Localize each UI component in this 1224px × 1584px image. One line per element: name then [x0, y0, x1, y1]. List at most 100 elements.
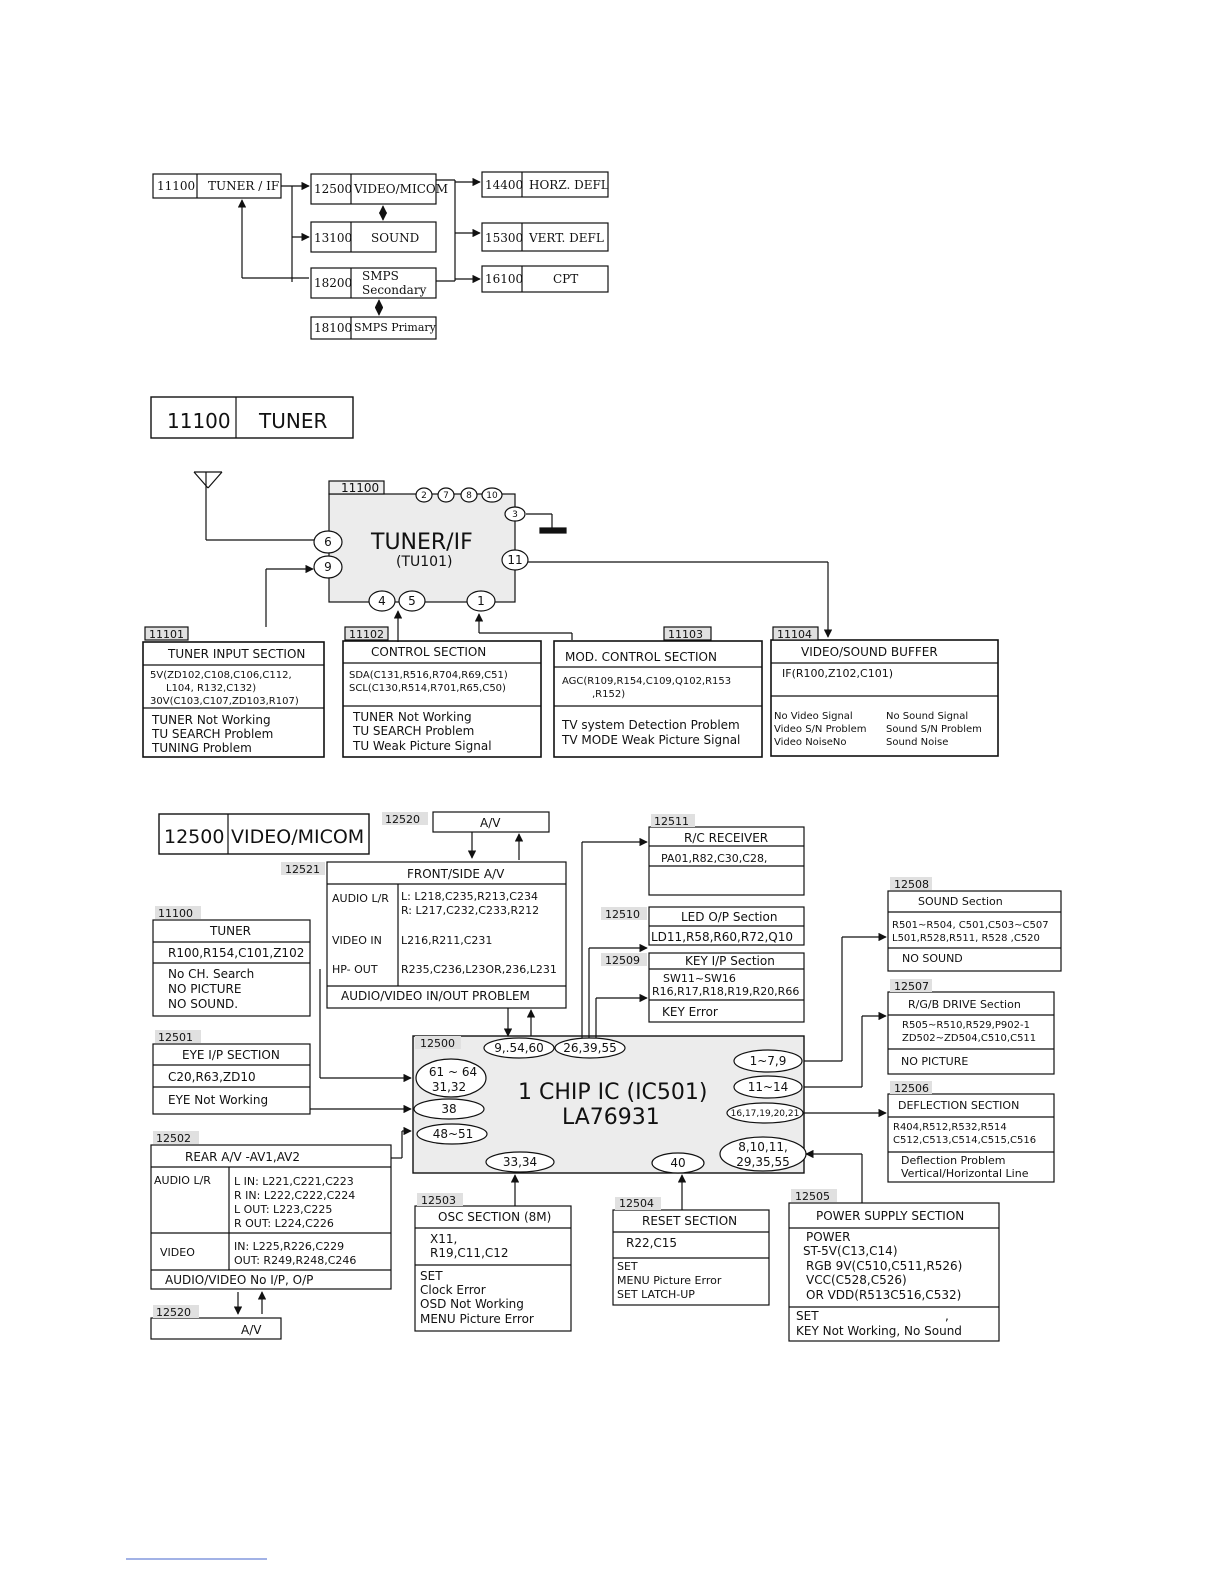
av-top-box — [432, 811, 550, 833]
chip-pin-label: 40 — [670, 1156, 685, 1170]
control-section-symptom: TUNER Not Working — [352, 710, 472, 724]
mod-control-part: AGC(R109,R154,C109,Q102,R153 — [562, 676, 731, 687]
buffer-code: 11104 — [777, 628, 812, 641]
osc-box — [414, 1205, 572, 1332]
overview-cpt-label: CPT — [553, 272, 578, 286]
av-bottom-label: A/V — [241, 1323, 262, 1337]
deflection-title: DEFLECTION SECTION — [898, 1099, 1019, 1112]
buffer-symptom-right: Sound S/N Problem — [886, 724, 982, 735]
key-code: 12509 — [605, 954, 640, 967]
av-top-label: A/V — [480, 816, 501, 830]
overview-vert-label: VERT. DEFL — [528, 231, 604, 245]
av-bottom-box — [150, 1317, 282, 1340]
control-section-symptom: TU Weak Picture Signal — [352, 739, 492, 753]
overview-cpt-code: 16100 — [485, 272, 523, 286]
led-parts: LD11,R58,R60,R72,Q10 — [651, 930, 793, 944]
chip-pin-label: 26,39,55 — [563, 1041, 616, 1055]
front-side-row-value: L216,R211,C231 — [401, 934, 492, 947]
chip-pin-label: 9,.54,60 — [494, 1041, 544, 1055]
eye-box — [152, 1043, 311, 1115]
control-section-part: SCL(C130,R514,R701,R65,C50) — [349, 683, 506, 694]
pin-1: 1 — [477, 594, 485, 608]
tuner-input-title: TUNER INPUT SECTION — [167, 647, 305, 661]
front-side-row-label: VIDEO IN — [332, 934, 382, 947]
key-part: R16,R17,R18,R19,R20,R66 — [652, 985, 799, 998]
rear-video-line: IN: L225,R226,C229 — [234, 1240, 344, 1253]
eye-code: 12501 — [158, 1031, 193, 1044]
rear-av-code: 12502 — [156, 1132, 191, 1145]
sound-title: SOUND Section — [918, 895, 1003, 908]
ground-icon — [539, 527, 567, 534]
tuner-input-symptom: TUNING Problem — [151, 741, 252, 755]
video-tuner-symptom: NO PICTURE — [168, 982, 241, 996]
rgb-symptom: NO PICTURE — [901, 1055, 968, 1068]
rgb-code: 12507 — [894, 980, 929, 993]
antenna-icon — [193, 471, 316, 541]
pin-7: 7 — [443, 491, 449, 501]
reset-symptom: SET — [617, 1260, 638, 1273]
rgb-part: R505~R510,R529,P902-1 — [902, 1020, 1030, 1031]
led-title: LED O/P Section — [681, 910, 777, 924]
video-title-code: 12500 — [164, 826, 224, 848]
pin-4: 4 — [378, 594, 386, 608]
front-side-row-value: R: L217,C232,C233,R212 — [401, 904, 539, 917]
reset-code: 12504 — [619, 1197, 654, 1210]
overview-smps2-label1: SMPS — [362, 269, 399, 283]
overview-smps2-code: 18200 — [314, 276, 352, 290]
rc-parts: PA01,R82,C30,C28, — [661, 852, 767, 865]
tuner-title-code: 11100 — [167, 409, 231, 433]
tuner-module-box — [328, 493, 516, 603]
rear-av-box — [150, 1144, 392, 1290]
key-title: KEY I/P Section — [685, 954, 775, 968]
reset-symptom: MENU Picture Error — [617, 1274, 722, 1287]
rear-audio-line: L IN: L221,C221,C223 — [234, 1175, 354, 1188]
rear-video-label: VIDEO — [160, 1246, 195, 1259]
mod-control-code: 11103 — [668, 628, 703, 641]
power-part: ST-5V(C13,C14) — [803, 1244, 898, 1258]
front-side-row-value: R235,C236,L23OR,236,L231 — [401, 963, 557, 976]
osc-symptom: SET — [420, 1269, 443, 1283]
overview-smps2-box — [310, 267, 437, 299]
reset-symptom: SET LATCH-UP — [617, 1288, 695, 1301]
pin-6: 6 — [324, 535, 332, 549]
tuner-input-box — [142, 641, 325, 758]
overview-sound-box — [310, 221, 437, 253]
rear-audio-line: R OUT: L224,C226 — [234, 1217, 334, 1230]
key-box — [648, 952, 805, 1023]
buffer-symptom-right: No Sound Signal — [886, 711, 968, 722]
osc-code: 12503 — [421, 1194, 456, 1207]
control-section-box — [342, 640, 542, 758]
overview-smps1-code: 18100 — [314, 321, 352, 335]
osc-symptom: Clock Error — [420, 1283, 486, 1297]
tuner-input-part: L104, R132,C132) — [166, 683, 256, 694]
front-side-row-label: AUDIO L/R — [332, 892, 389, 905]
rc-receiver-box — [648, 826, 805, 896]
sound-part: L501,R528,R511, R528 ,C520 — [892, 933, 1040, 944]
front-side-footer: AUDIO/VIDEO IN/OUT PROBLEM — [341, 989, 530, 1003]
video-title-label: VIDEO/MICOM — [231, 826, 364, 848]
front-side-row-label: HP- OUT — [332, 963, 378, 976]
power-part: POWER — [806, 1230, 850, 1244]
overview-video-code: 12500 — [314, 182, 352, 196]
tuner-title-label: TUNER — [258, 409, 327, 433]
av-top-code: 12520 — [385, 813, 420, 826]
rc-title: R/C RECEIVER — [684, 831, 768, 845]
eye-symptom: EYE Not Working — [168, 1093, 268, 1107]
tuner-input-part: 30V(C103,C107,ZD103,R107) — [150, 696, 299, 707]
pin-8: 8 — [466, 491, 472, 501]
tuner-diagram — [142, 471, 999, 758]
chip-pin-label: 16,17,19,20,21 — [731, 1109, 800, 1119]
rear-av-title: REAR A/V -AV1,AV2 — [185, 1150, 300, 1164]
eye-title: EYE I/P SECTION — [182, 1048, 280, 1062]
rear-audio-line: R IN: L222,C222,C224 — [234, 1189, 355, 1202]
video-tuner-symptom: NO SOUND. — [168, 997, 238, 1011]
chip-subtitle: LA76931 — [562, 1105, 660, 1130]
pin-3: 3 — [512, 510, 518, 520]
rear-audio-label: AUDIO L/R — [154, 1174, 211, 1187]
tuner-section-title: 11100 TUNER — [150, 396, 354, 439]
pin-9: 9 — [324, 560, 332, 574]
deflection-code: 12506 — [894, 1082, 929, 1095]
power-part: RGB 9V(C510,C511,R526) — [806, 1259, 962, 1273]
buffer-title: VIDEO/SOUND BUFFER — [801, 645, 938, 659]
